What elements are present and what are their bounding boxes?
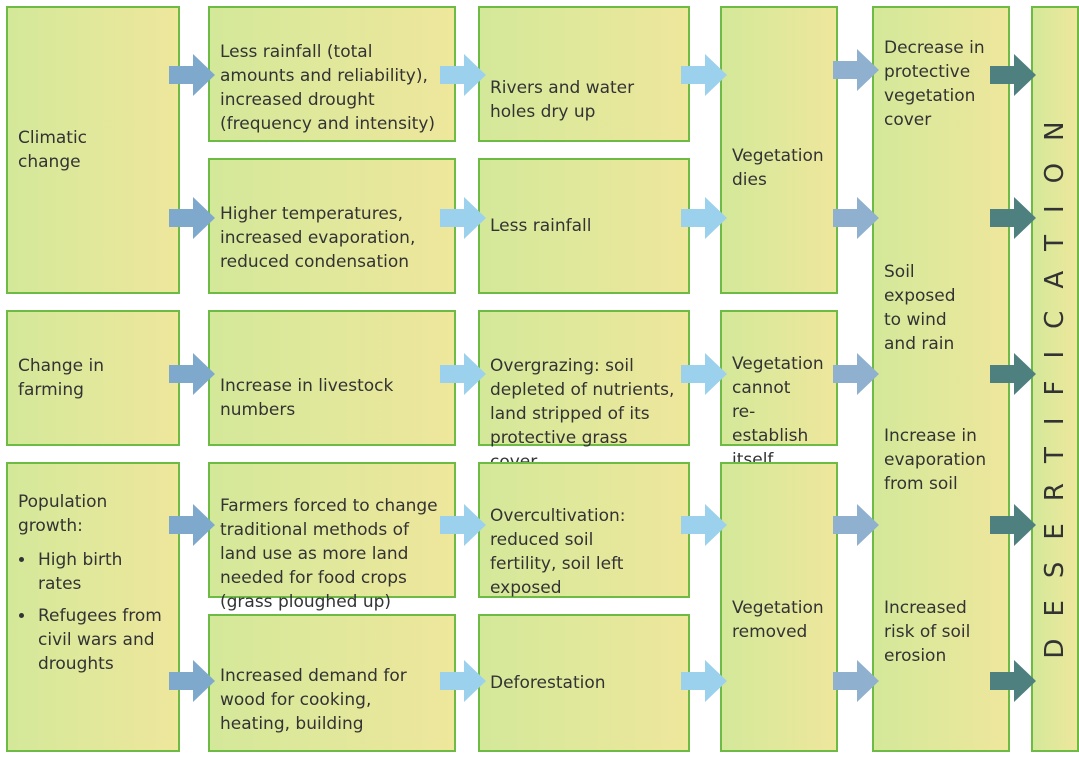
effect-increase-livestock: Increase in livestock numbers	[208, 310, 456, 446]
effect-increase-livestock-text: Increase in livestock numbers	[220, 376, 394, 420]
effect-land-use-change-text: Farmers forced to change traditional met…	[220, 496, 438, 612]
arrow-consequence-to-desertification-4	[990, 504, 1036, 546]
arrow-population-to-land-use	[169, 504, 215, 546]
cause-population-bullets: High birth rates Refugees from civil war…	[18, 548, 168, 676]
arrow-overgrazing-to-vegetation	[681, 353, 727, 395]
desertification-box: DESERTIFICATION	[1031, 6, 1079, 752]
cause-climatic-change: Climatic change	[6, 6, 180, 294]
cause-change-in-farming-text: Change in farming	[18, 356, 104, 400]
effect-deforestation: Deforestation	[478, 614, 690, 752]
consequence-increase-evaporation: Increase in evaporation from soil	[884, 426, 987, 494]
arrow-climatic-to-temperature	[169, 197, 215, 239]
arrow-wood-to-deforestation	[440, 660, 486, 702]
arrow-consequence-to-desertification-1	[990, 54, 1036, 96]
cause-change-in-farming: Change in farming	[6, 310, 180, 446]
effect-less-rainfall-text: Less rainfall	[490, 216, 592, 236]
arrow-population-to-wood	[169, 660, 215, 702]
effect-less-rainfall: Less rainfall	[478, 158, 690, 294]
effect-overcultivation-text: Overcultivation: reduced soil fertility,…	[490, 506, 626, 598]
cause-population-title: Population growth:	[18, 492, 108, 536]
effect-less-rainfall-drought: Less rainfall (total amounts and reliabi…	[208, 6, 456, 142]
consequences-box: Decrease in protective vegetation cover …	[872, 6, 1010, 752]
arrow-deforestation-to-vegetation	[681, 660, 727, 702]
effect-less-rainfall-drought-text: Less rainfall (total amounts and reliabi…	[220, 42, 436, 134]
consequence-soil-exposed: Soil exposed to wind and rain	[884, 262, 956, 354]
arrow-overcultivation-to-vegetation	[681, 504, 727, 546]
effect-land-use-change: Farmers forced to change traditional met…	[208, 462, 456, 612]
arrow-vegetation-to-consequence-1	[833, 49, 879, 91]
effect-overcultivation: Overcultivation: reduced soil fertility,…	[478, 462, 690, 598]
arrow-rivers-to-vegetation	[681, 54, 727, 96]
effect-wood-demand-text: Increased demand for wood for cooking, h…	[220, 666, 407, 734]
arrow-consequence-to-desertification-3	[990, 353, 1036, 395]
vegetation-cannot-re-establish: Vegetation cannot re-establish itself	[720, 310, 838, 470]
vegetation-removed-text: Vegetation removed	[732, 598, 824, 642]
cause-population-growth: Population growth: High birth rates Refu…	[6, 462, 180, 752]
effect-overgrazing: Overgrazing: soil depleted of nutrients,…	[478, 310, 690, 472]
desertification-label: DESERTIFICATION	[1040, 99, 1070, 659]
effect-higher-temperatures: Higher temperatures, increased evaporati…	[208, 158, 456, 294]
arrow-vegetation-to-consequence-2	[833, 197, 879, 239]
effect-deforestation-text: Deforestation	[490, 673, 606, 693]
effect-higher-temperatures-text: Higher temperatures, increased evaporati…	[220, 204, 416, 272]
vegetation-cannot-re-establish-text: Vegetation cannot re-establish itself	[732, 354, 824, 470]
vegetation-dies: Vegetation dies	[720, 6, 838, 294]
effect-wood-demand: Increased demand for wood for cooking, h…	[208, 614, 456, 752]
consequence-decrease-vegetation: Decrease in protective vegetation cover	[884, 38, 985, 130]
arrow-vegetation-to-consequence-5	[833, 660, 879, 702]
arrow-livestock-to-overgrazing	[440, 353, 486, 395]
effect-rivers-dry-text: Rivers and water holes dry up	[490, 78, 635, 122]
bullet-high-birth-rates: High birth rates	[36, 548, 168, 596]
cause-climatic-change-text: Climatic change	[18, 128, 88, 172]
arrow-farming-to-livestock	[169, 353, 215, 395]
effect-overgrazing-text: Overgrazing: soil depleted of nutrients,…	[490, 356, 675, 472]
vegetation-dies-text: Vegetation dies	[732, 146, 824, 190]
arrow-climatic-to-rainfall	[169, 54, 215, 96]
effect-rivers-dry: Rivers and water holes dry up	[478, 6, 690, 142]
arrow-consequence-to-desertification-5	[990, 660, 1036, 702]
consequence-soil-erosion: Increased risk of soil erosion	[884, 598, 971, 666]
arrow-consequence-to-desertification-2	[990, 197, 1036, 239]
arrow-vegetation-to-consequence-4	[833, 504, 879, 546]
bullet-refugees: Refugees from civil wars and droughts	[36, 604, 168, 676]
arrow-rainfall-to-rivers	[440, 54, 486, 96]
arrow-vegetation-to-consequence-3	[833, 353, 879, 395]
arrow-land-use-to-overcultivation	[440, 504, 486, 546]
arrow-temperature-to-less-rainfall	[440, 197, 486, 239]
vegetation-removed: Vegetation removed	[720, 462, 838, 752]
arrow-less-rainfall-to-vegetation	[681, 197, 727, 239]
